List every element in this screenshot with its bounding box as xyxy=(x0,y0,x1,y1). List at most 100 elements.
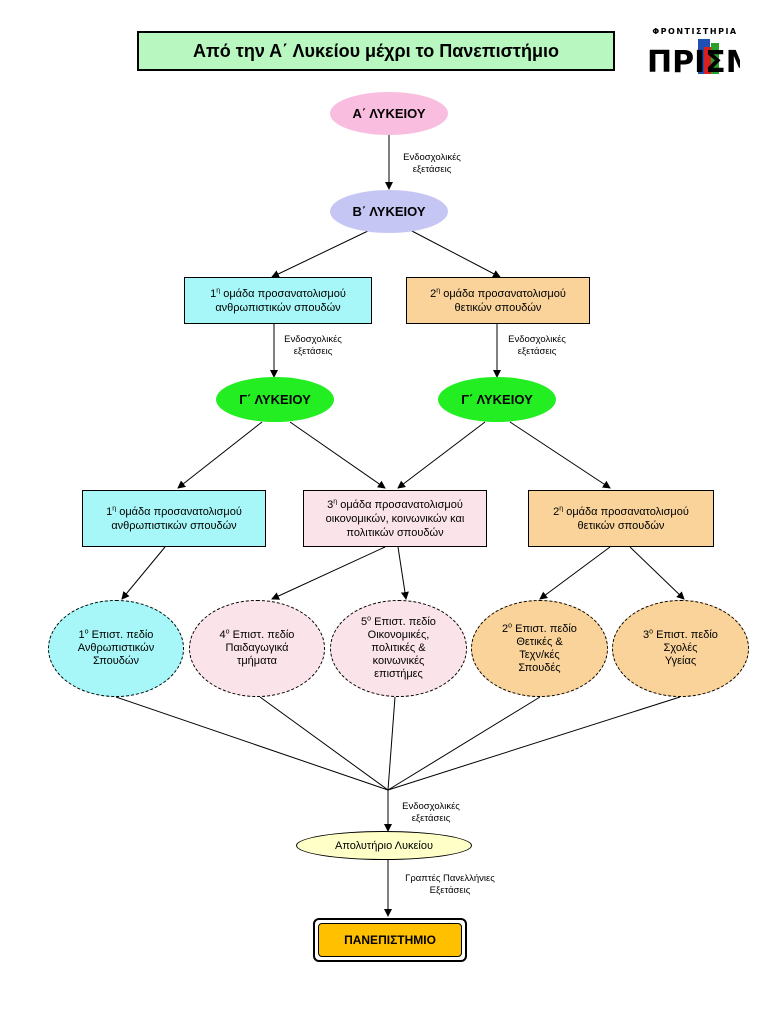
ordinal-suffix: η xyxy=(216,286,221,294)
ordinal-suffix: ο xyxy=(225,628,230,636)
ordinal-suffix: ο xyxy=(84,628,89,636)
line-field2-to-merge xyxy=(387,696,541,791)
line-field5-to-merge xyxy=(387,696,396,791)
box-line: 3η ομάδα προσανατολισμού xyxy=(327,498,463,512)
node-g-group3: 3η ομάδα προσανατολισμού οικονομικών, κο… xyxy=(303,490,487,547)
ordinal-number: 2 xyxy=(502,622,509,635)
node-g-group2: 2η ομάδα προσανατολισμού θετικών σπουδών xyxy=(528,490,714,547)
note-line: Ενδοσχολικές xyxy=(284,334,342,345)
node-g-group1: 1η ομάδα προσανατολισμού ανθρωπιστικών σ… xyxy=(82,490,266,547)
note-line: εξετάσεις xyxy=(517,346,557,357)
note-panhellenic-exams: Γραπτές Πανελλήνιες Εξετάσεις xyxy=(390,873,510,897)
ordinal-suffix: ο xyxy=(649,628,654,636)
field-line: τμήματα xyxy=(236,655,278,667)
ordinal-number: 1 xyxy=(78,629,85,641)
field-line: πολιτικές & xyxy=(371,642,426,654)
box-line: πολιτικών σπουδών xyxy=(346,526,444,539)
field-text: Επιστ. πεδίο xyxy=(229,629,295,641)
ordinal-suffix: η xyxy=(333,497,338,505)
field-text: Επιστ. πεδίο xyxy=(88,629,154,641)
field-line: κοινωνικές xyxy=(372,655,425,667)
arrow-gleft-to-ggroup1 xyxy=(177,421,263,489)
note-exams-4: Ενδοσχολικές εξετάσεις xyxy=(394,801,468,825)
prisma-logo-icon: ΠΡΙΣΜΑ xyxy=(647,39,740,77)
field-line: Υγείας xyxy=(664,655,697,667)
arrow-b-to-group2 xyxy=(409,229,501,278)
field-text: Επιστ. πεδίο xyxy=(371,616,436,628)
ordinal-suffix: ο xyxy=(367,615,372,623)
node-field4: 4ο Επιστ. πεδίο Παιδαγωγικά τμήματα xyxy=(189,600,325,697)
logo-small-text: ΦΡΟΝΤΙΣΤΗΡΙΑ xyxy=(652,27,738,36)
arrow-gright-to-ggroup3 xyxy=(397,421,486,489)
ordinal-number: 5 xyxy=(361,616,368,628)
field-line: Θετικές & xyxy=(516,635,563,648)
box-line: οικονομικών, κοινωνικών και xyxy=(325,512,465,525)
field-line: 2ο Επιστ. πεδίο xyxy=(502,621,577,636)
ordinal-suffix: η xyxy=(112,504,117,512)
note-line: εξετάσεις xyxy=(411,813,451,824)
field-line: Παιδαγωγικά xyxy=(225,642,289,654)
node-b-group2: 2η ομάδα προσανατολισμού θετικών σπουδών xyxy=(406,277,590,324)
prisma-logo: ΦΡΟΝΤΙΣΤΗΡΙΑ ΠΡΙΣΜΑ xyxy=(645,27,740,77)
arrow-gleft-to-ggroup3 xyxy=(289,421,386,489)
note-line: Ενδοσχολικές xyxy=(508,334,566,345)
ordinal-number: 2 xyxy=(553,505,560,518)
field-line: 3ο Επιστ. πεδίο xyxy=(643,628,718,642)
box-text: ομάδα προσανατολισμού xyxy=(440,287,566,300)
ordinal-number: 2 xyxy=(430,287,437,300)
line-field4-to-merge xyxy=(259,696,389,791)
box-line: 2η ομάδα προσανατολισμού xyxy=(430,287,566,301)
node-field3: 3ο Επιστ. πεδίο Σχολές Υγείας xyxy=(612,600,749,697)
field-line: Ανθρωπιστικών xyxy=(77,642,155,654)
university-label: ΠΑΝΕΠΙΣΤΗΜΙΟ xyxy=(318,923,462,957)
box-line: θετικών σπουδών xyxy=(454,301,542,314)
node-university: ΠΑΝΕΠΙΣΤΗΜΙΟ xyxy=(313,918,467,962)
node-field2: 2ο Επιστ. πεδίο Θετικές & Τεχν/κές Σπουδ… xyxy=(471,600,608,697)
note-exams-3: Ενδοσχολικές εξετάσεις xyxy=(502,334,572,358)
note-line: Ενδοσχολικές xyxy=(403,152,461,163)
field-line: επιστήμες xyxy=(374,668,423,680)
box-text: ομάδα προσανατολισμού xyxy=(116,505,242,518)
arrow-ggroup1-to-field1 xyxy=(121,546,166,600)
arrow-ggroup2-to-field3 xyxy=(629,546,685,600)
box-line: ανθρωπιστικών σπουδών xyxy=(111,519,237,532)
note-exams-1: Ενδοσχολικές εξετάσεις xyxy=(397,152,467,176)
note-line: εξετάσεις xyxy=(293,346,333,357)
page-title: Από την Α΄ Λυκείου μέχρι το Πανεπιστήμιο xyxy=(137,31,615,71)
field-line: Σπουδών xyxy=(92,655,140,667)
field-line: Τεχν/κές xyxy=(519,648,560,661)
field-line: 1ο Επιστ. πεδίο xyxy=(78,628,154,642)
arrow-ggroup3-to-field5 xyxy=(397,546,409,600)
note-line: Εξετάσεις xyxy=(429,885,471,896)
node-b-lykeiou: Β΄ ΛΥΚΕΙΟΥ xyxy=(330,190,448,233)
ordinal-suffix: η xyxy=(559,504,564,512)
box-line: 1η ομάδα προσανατολισμού xyxy=(106,505,242,519)
node-g-lykeiou-right: Γ΄ ΛΥΚΕΙΟΥ xyxy=(438,377,556,422)
line-field3-to-merge xyxy=(387,696,681,791)
arrow-b-to-group1 xyxy=(271,229,371,278)
logo-big-text: ΠΡΙΣΜΑ xyxy=(647,45,740,77)
node-g-lykeiou-left: Γ΄ ΛΥΚΕΙΟΥ xyxy=(216,377,334,422)
field-line: 5ο Επιστ. πεδίο xyxy=(361,615,436,629)
box-line: 2η ομάδα προσανατολισμού xyxy=(553,505,689,519)
note-exams-2: Ενδοσχολικές εξετάσεις xyxy=(278,334,348,358)
ordinal-number: 1 xyxy=(210,287,217,300)
node-field5: 5ο Επιστ. πεδίο Οικονομικές, πολιτικές &… xyxy=(330,600,467,697)
ordinal-number: 4 xyxy=(219,629,226,641)
field-line: Σπουδές xyxy=(518,661,561,674)
box-line: ανθρωπιστικών σπουδών xyxy=(215,301,341,314)
field-line: 4ο Επιστ. πεδίο xyxy=(219,628,295,642)
box-line: 1η ομάδα προσανατολισμού xyxy=(210,287,346,301)
arrow-ggroup2-to-field2 xyxy=(539,546,611,600)
arrow-gright-to-ggroup2 xyxy=(509,421,611,489)
arrow-ggroup3-to-field4 xyxy=(271,546,386,600)
box-text: ομάδα προσανατολισμού xyxy=(337,498,463,511)
line-field1-to-merge xyxy=(115,696,389,791)
box-line: θετικών σπουδών xyxy=(577,519,665,532)
box-text: ομάδα προσανατολισμού xyxy=(220,287,346,300)
note-line: Ενδοσχολικές xyxy=(402,801,460,812)
ordinal-suffix: ο xyxy=(508,621,513,629)
field-text: Επιστ. πεδίο xyxy=(512,622,577,635)
node-b-group1: 1η ομάδα προσανατολισμού ανθρωπιστικών σ… xyxy=(184,277,372,324)
